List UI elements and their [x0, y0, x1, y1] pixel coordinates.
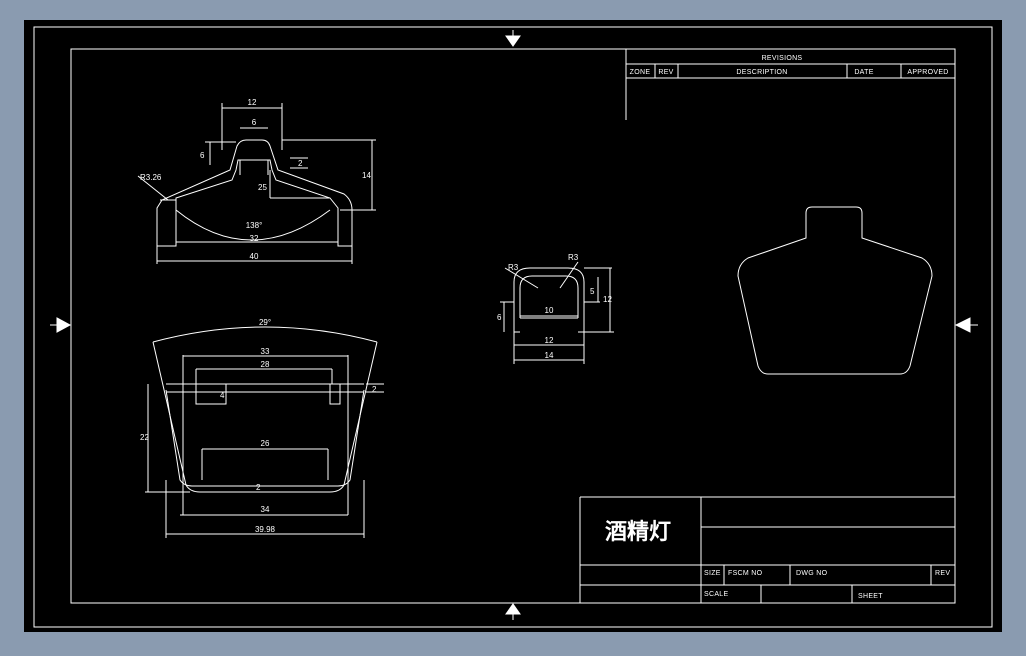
svg-text:6: 6	[252, 118, 257, 127]
svg-text:12: 12	[603, 295, 612, 304]
svg-text:29°: 29°	[259, 318, 271, 327]
size-label: SIZE	[704, 570, 721, 577]
svg-text:14: 14	[362, 171, 371, 180]
sheet-label: SHEET	[858, 593, 883, 600]
arrow-right-icon	[954, 317, 978, 333]
svg-text:26: 26	[261, 439, 270, 448]
revisions-title: REVISIONS	[762, 55, 803, 62]
lamp-silhouette	[737, 206, 933, 375]
title-block	[579, 496, 955, 603]
fscm-label: FSCM NO	[728, 570, 763, 577]
arrow-left-icon	[50, 317, 72, 333]
arrow-top-icon	[505, 30, 521, 47]
rev-col-rev: REV	[658, 69, 673, 76]
rev-col-approved: APPROVED	[907, 69, 948, 76]
arrow-bottom-icon	[505, 603, 521, 620]
svg-text:6: 6	[200, 151, 205, 160]
top-section-view	[137, 103, 376, 264]
svg-text:R3: R3	[508, 263, 519, 272]
inner-border	[70, 48, 956, 604]
svg-text:14: 14	[545, 351, 554, 360]
rev-col-date: DATE	[854, 69, 873, 76]
svg-text:5: 5	[590, 287, 595, 296]
rev-col-description: DESCRIPTION	[736, 69, 787, 76]
svg-text:40: 40	[250, 252, 259, 261]
cap-view-dimensions: R3 R3 5 12 6 10 12 14	[497, 253, 612, 360]
svg-text:10: 10	[545, 306, 554, 315]
svg-text:2: 2	[298, 159, 303, 168]
svg-text:4: 4	[220, 391, 225, 400]
svg-text:39.98: 39.98	[255, 525, 276, 534]
svg-text:2: 2	[256, 483, 261, 492]
rev-label: REV	[935, 570, 950, 577]
svg-text:28: 28	[261, 360, 270, 369]
sheet-background	[24, 20, 1002, 632]
scale-label: SCALE	[704, 591, 728, 598]
svg-text:R3.26: R3.26	[140, 173, 162, 182]
rev-col-zone: ZONE	[630, 69, 651, 76]
svg-text:33: 33	[261, 347, 270, 356]
svg-text:22: 22	[140, 433, 149, 442]
svg-text:25: 25	[258, 183, 267, 192]
svg-text:12: 12	[545, 336, 554, 345]
front-section-view	[145, 326, 384, 538]
svg-text:34: 34	[261, 505, 270, 514]
top-view-dimensions: 12 6 6 2 25 14 R3.26 138° 32 40	[140, 98, 371, 261]
svg-text:32: 32	[250, 234, 259, 243]
svg-text:2: 2	[372, 385, 377, 394]
outer-border	[33, 26, 993, 628]
cap-view	[500, 261, 614, 364]
drawing-title: 酒精灯	[605, 519, 671, 545]
svg-text:138°: 138°	[246, 221, 263, 230]
front-view-dimensions: 29° 33 28 4 2 22 26 2 34 39.98	[140, 318, 377, 534]
svg-text:R3: R3	[568, 253, 579, 262]
dwg-label: DWG NO	[796, 570, 828, 577]
svg-text:12: 12	[248, 98, 257, 107]
svg-text:6: 6	[497, 313, 502, 322]
revisions-table	[625, 49, 955, 120]
